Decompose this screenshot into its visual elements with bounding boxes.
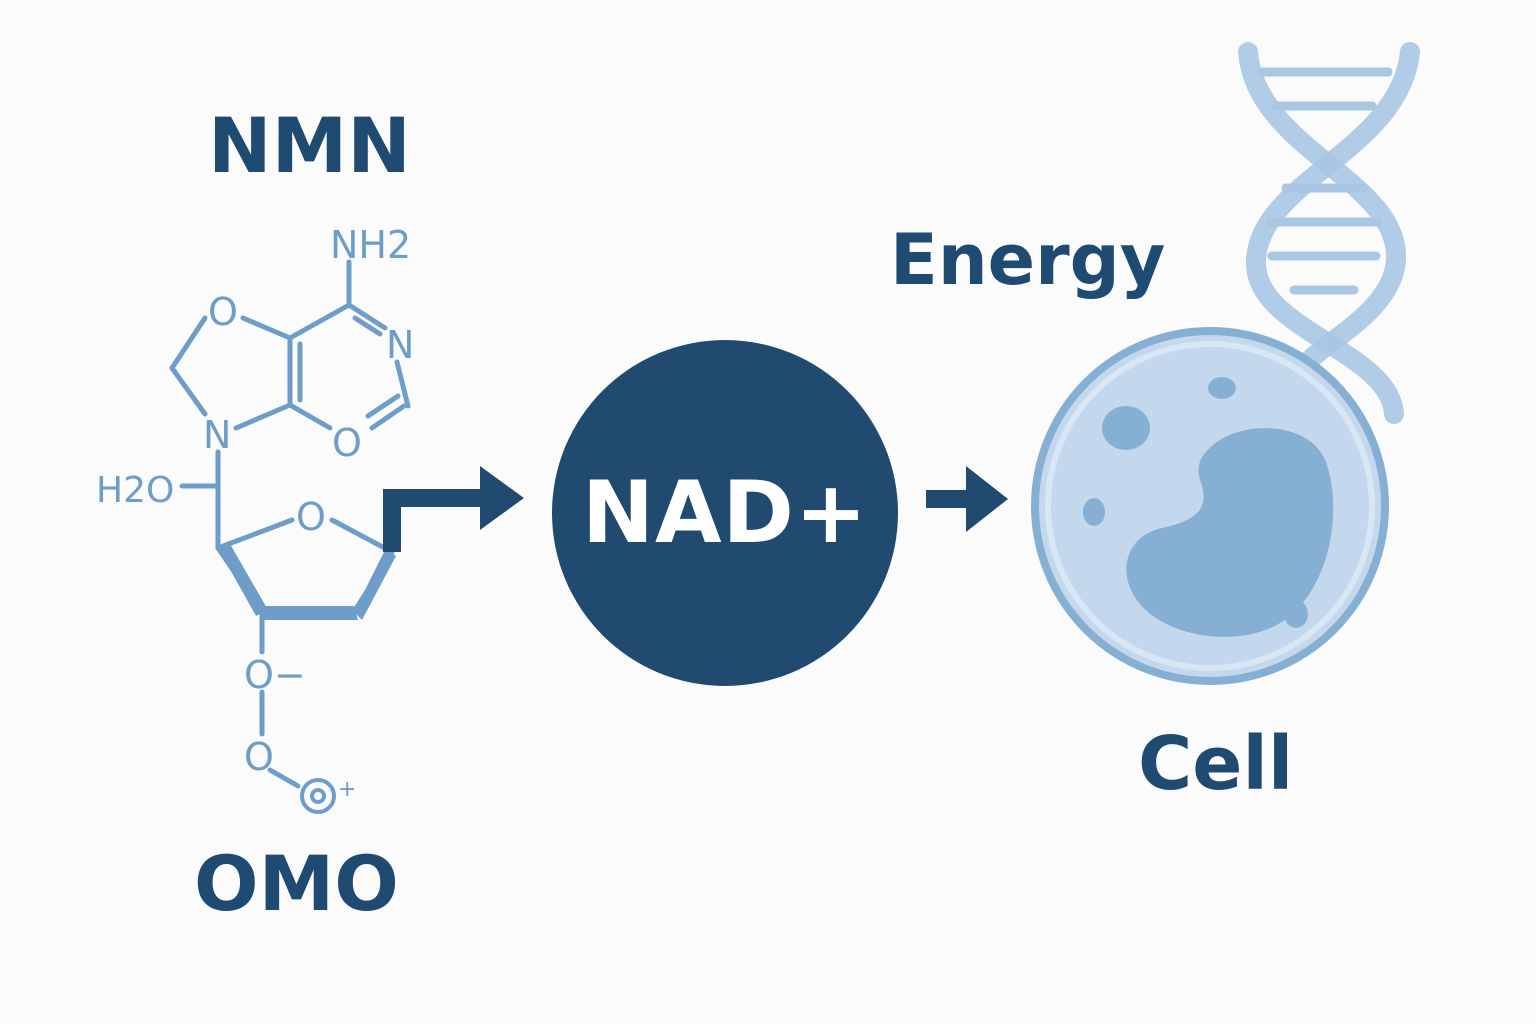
wedge-bond (218, 544, 268, 616)
cell-label: Cell (1138, 721, 1294, 807)
atom-o-chain: O (244, 735, 274, 779)
atom-n-ring1: N (386, 323, 414, 367)
atom-nh2: NH2 (330, 223, 411, 267)
nmn-label: NMN (208, 101, 411, 190)
arrow-right-icon (383, 466, 524, 552)
wedge-bond (354, 548, 396, 620)
dna-helix-icon (1238, 42, 1420, 424)
atom-o-minus: O− (244, 653, 306, 697)
wedge-bond (262, 606, 358, 620)
atom-o-plus: + (338, 777, 356, 802)
nad-label: NAD+ (582, 463, 868, 563)
charge-circle-icon (300, 778, 336, 814)
atom-o-sugar: O (296, 495, 326, 539)
cell-icon (1031, 327, 1389, 685)
cell-nucleus (1126, 428, 1334, 637)
atom-n-ring2: N (203, 413, 231, 457)
atom-o-ring2: O (332, 421, 362, 465)
atom-o-ring1: O (208, 290, 238, 334)
omo-label: OMO (194, 839, 399, 928)
molecule-structure-icon (169, 259, 411, 789)
arrow-right-icon (926, 466, 1008, 532)
energy-label: Energy (890, 219, 1166, 301)
nad-circle: NAD+ (552, 340, 898, 686)
atom-h2o: H2O (96, 470, 174, 511)
